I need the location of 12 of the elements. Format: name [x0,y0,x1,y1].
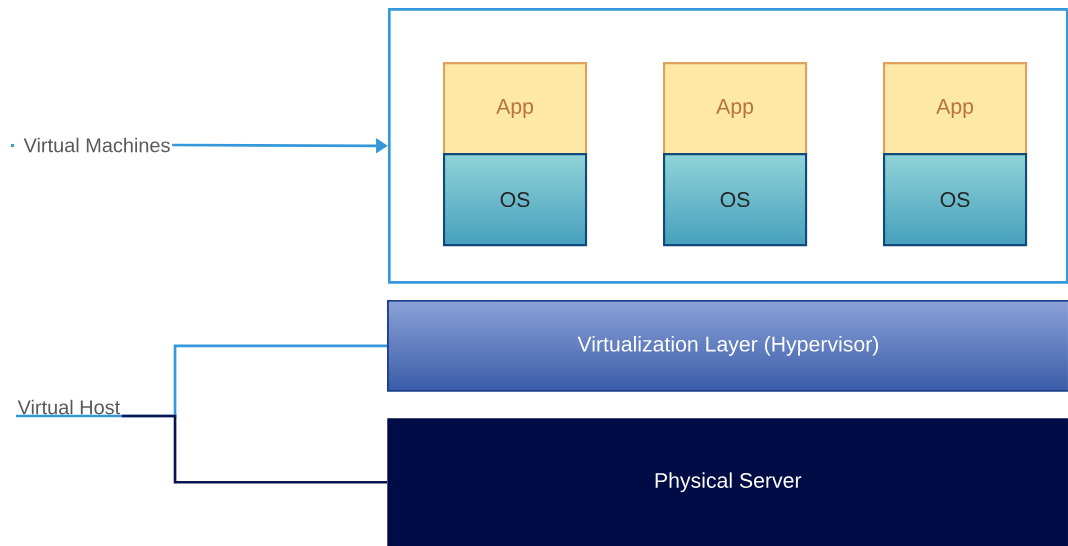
app-box: App [443,62,588,156]
label-text: Virtual Host [17,399,121,415]
os-box: OS [443,153,588,247]
app-box: App [663,62,808,156]
hypervisor-layer: Virtualization Layer (Hypervisor) [387,300,1068,392]
app-box: App [883,62,1028,156]
physical-server-block: Physical Server [387,418,1068,546]
connector-line [16,344,387,418]
connector-line [121,414,387,484]
os-box: OS [883,153,1028,247]
os-box: OS [663,153,808,247]
label-text: Virtual Machines [23,137,170,153]
